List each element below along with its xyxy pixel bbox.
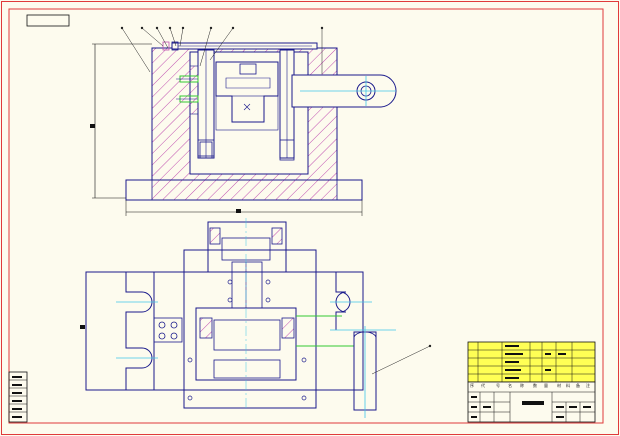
left-slots <box>125 272 155 390</box>
title-cell-label: 代 <box>481 383 485 388</box>
parts-list <box>467 341 596 383</box>
title-cell-label: 名 <box>508 383 512 388</box>
mounting-holes <box>187 279 307 401</box>
clamp-bolts <box>176 75 199 103</box>
right-slots <box>335 272 351 330</box>
part-balloons <box>120 26 324 30</box>
title-cell-label: 称 <box>520 383 524 388</box>
title-cell-label: 数 <box>533 383 537 388</box>
drawing-number-box <box>26 14 70 27</box>
title-cell-label: 备 <box>576 383 580 388</box>
title-cell-label: 量 <box>544 383 548 388</box>
top-bracket <box>207 221 287 273</box>
revision-strip <box>8 371 28 423</box>
top-frame <box>183 249 317 409</box>
title-cell-label: 序 <box>470 383 474 388</box>
base-hatch <box>151 179 338 201</box>
title-cell-label: 材 <box>557 383 561 388</box>
front-section-view[interactable] <box>90 26 397 216</box>
top-base-plate <box>85 271 364 391</box>
title-cell-label: 料 <box>566 383 570 388</box>
title-block <box>467 341 596 423</box>
title-cell-label: 注 <box>586 383 590 388</box>
top-view[interactable] <box>80 218 432 418</box>
part-leaders <box>121 27 323 74</box>
bolt-block <box>153 317 183 343</box>
title-cell-label: 号 <box>496 383 500 388</box>
inner-border <box>8 8 604 424</box>
